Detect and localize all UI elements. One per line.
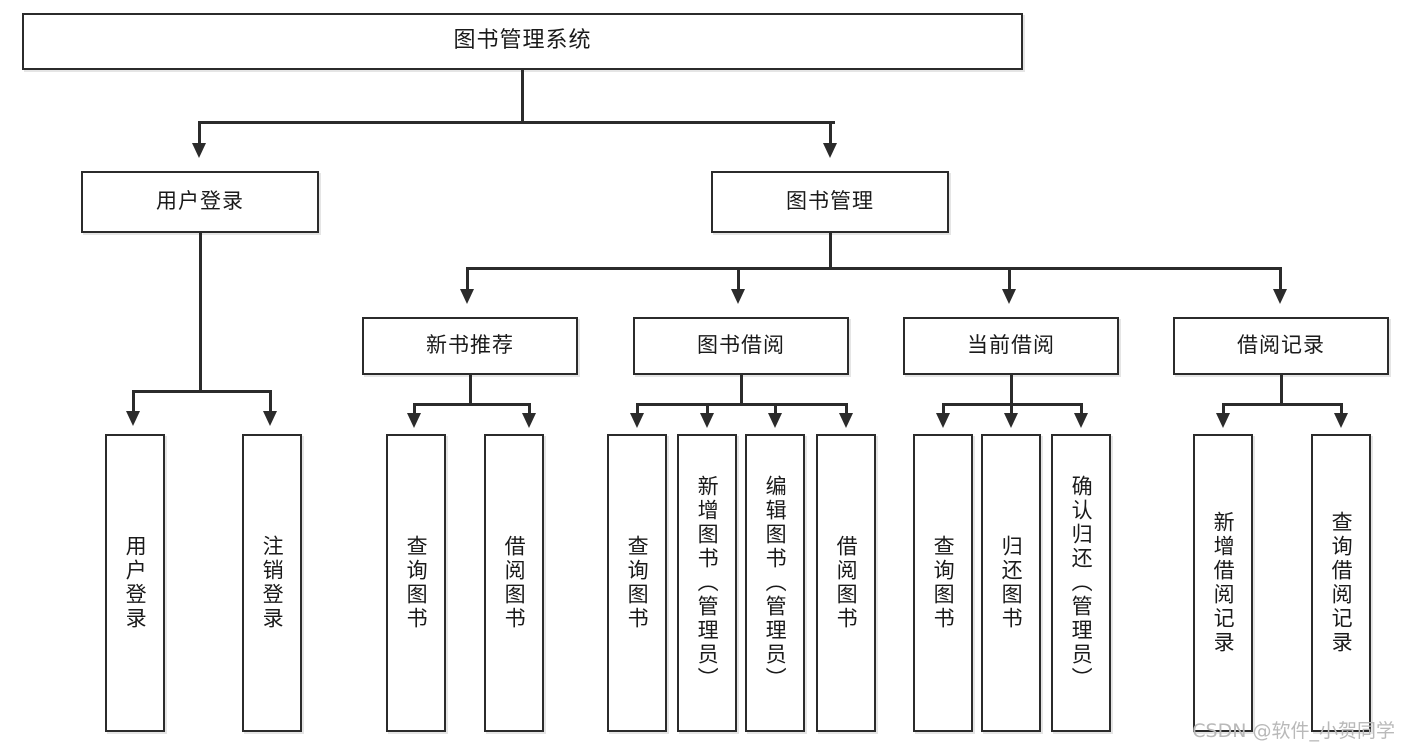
connector-current-borrow-to-leaf2 [1010, 403, 1013, 415]
connector-book-mgmt-to-new-book [466, 267, 469, 291]
arrowhead-leaf-query-book-3 [936, 413, 950, 428]
arrowhead-leaf-borrow-book-1 [522, 413, 536, 428]
node-user-login-label: 用户登录 [156, 189, 244, 214]
node-leaf-user-login-label: 用户登录 [123, 535, 148, 631]
connector-root-to-book-mgmt [829, 121, 832, 145]
node-borrow-record-label: 借阅记录 [1237, 333, 1325, 358]
arrowhead-leaf-logout [263, 411, 277, 426]
connector-current-borrow-stem [1010, 375, 1013, 405]
node-leaf-return-book[interactable]: 归还图书 [981, 434, 1041, 732]
node-book-mgmt-label: 图书管理 [786, 189, 874, 214]
connector-new-book-rec-to-leaf2 [528, 403, 531, 415]
connector-book-borrow-to-leaf1 [636, 403, 639, 415]
node-book-borrow[interactable]: 图书借阅 [633, 317, 849, 375]
connector-book-borrow-to-leaf2 [706, 403, 709, 415]
node-leaf-query-book-1-label: 查询图书 [404, 535, 429, 631]
connector-new-book-rec-to-leaf1 [413, 403, 416, 415]
connector-borrow-record-to-leaf1 [1222, 403, 1225, 415]
node-leaf-add-record[interactable]: 新增借阅记录 [1193, 434, 1253, 732]
connector-current-borrow-to-leaf3 [1080, 403, 1083, 415]
node-leaf-edit-book[interactable]: 编辑图书（管理员） [745, 434, 805, 732]
node-leaf-add-book[interactable]: 新增图书（管理员） [677, 434, 737, 732]
arrowhead-leaf-query-record [1334, 413, 1348, 428]
node-leaf-query-record[interactable]: 查询借阅记录 [1311, 434, 1371, 732]
arrowhead-leaf-query-book-2 [630, 413, 644, 428]
connector-borrow-record-stem [1280, 375, 1283, 405]
arrowhead-leaf-user-login [126, 411, 140, 426]
node-leaf-query-book-1[interactable]: 查询图书 [386, 434, 446, 732]
node-leaf-borrow-book-1-label: 借阅图书 [502, 535, 527, 631]
connector-book-mgmt-to-book-borrow [737, 267, 740, 291]
node-leaf-add-book-label: 新增图书（管理员） [695, 475, 720, 691]
node-root-label: 图书管理系统 [453, 28, 592, 54]
arrowhead-new-book-rec [460, 289, 474, 304]
node-leaf-user-login[interactable]: 用户登录 [105, 434, 165, 732]
connector-borrow-record-bus [1222, 403, 1340, 406]
connector-root-bus [198, 121, 835, 124]
node-leaf-add-record-label: 新增借阅记录 [1211, 511, 1236, 655]
connector-user-login-stem [199, 233, 202, 392]
connector-borrow-record-to-leaf2 [1340, 403, 1343, 415]
node-new-book-rec-label: 新书推荐 [426, 333, 514, 358]
connector-user-login-to-leaf1 [132, 390, 135, 413]
arrowhead-book-borrow [731, 289, 745, 304]
node-leaf-confirm-return[interactable]: 确认归还（管理员） [1051, 434, 1111, 732]
arrowhead-current-borrow [1002, 289, 1016, 304]
connector-root-stem [521, 70, 524, 123]
arrowhead-borrow-record [1273, 289, 1287, 304]
arrowhead-leaf-query-book-1 [407, 413, 421, 428]
node-leaf-confirm-return-label: 确认归还（管理员） [1069, 475, 1094, 691]
node-user-login[interactable]: 用户登录 [81, 171, 319, 233]
connector-user-login-bus [132, 390, 269, 393]
node-leaf-edit-book-label: 编辑图书（管理员） [763, 475, 788, 691]
connector-user-login-to-leaf2 [269, 390, 272, 413]
node-leaf-query-book-3[interactable]: 查询图书 [913, 434, 973, 732]
node-borrow-record[interactable]: 借阅记录 [1173, 317, 1389, 375]
arrowhead-book-mgmt [823, 143, 837, 158]
node-leaf-query-book-3-label: 查询图书 [931, 535, 956, 631]
connector-book-mgmt-bus [466, 267, 1281, 270]
node-leaf-logout[interactable]: 注销登录 [242, 434, 302, 732]
connector-book-borrow-stem [740, 375, 743, 405]
connector-current-borrow-to-leaf1 [942, 403, 945, 415]
node-leaf-query-book-2[interactable]: 查询图书 [607, 434, 667, 732]
node-leaf-return-book-label: 归还图书 [999, 535, 1024, 631]
node-new-book-rec[interactable]: 新书推荐 [362, 317, 578, 375]
connector-book-borrow-to-leaf4 [845, 403, 848, 415]
node-current-borrow[interactable]: 当前借阅 [903, 317, 1119, 375]
node-leaf-query-record-label: 查询借阅记录 [1329, 511, 1354, 655]
arrowhead-leaf-add-book [700, 413, 714, 428]
node-leaf-borrow-book-2[interactable]: 借阅图书 [816, 434, 876, 732]
arrowhead-leaf-add-record [1216, 413, 1230, 428]
node-leaf-logout-label: 注销登录 [260, 535, 285, 631]
connector-book-borrow-bus [636, 403, 845, 406]
node-current-borrow-label: 当前借阅 [967, 333, 1055, 358]
arrowhead-leaf-confirm-return [1074, 413, 1088, 428]
arrowhead-leaf-borrow-book-2 [839, 413, 853, 428]
node-leaf-query-book-2-label: 查询图书 [625, 535, 650, 631]
node-root[interactable]: 图书管理系统 [22, 13, 1023, 70]
connector-book-mgmt-stem [829, 233, 832, 269]
arrowhead-user-login [192, 143, 206, 158]
connector-new-book-rec-bus [413, 403, 528, 406]
arrowhead-leaf-edit-book [768, 413, 782, 428]
connector-new-book-rec-stem [469, 375, 472, 405]
node-book-mgmt[interactable]: 图书管理 [711, 171, 949, 233]
node-leaf-borrow-book-2-label: 借阅图书 [834, 535, 859, 631]
connector-book-mgmt-to-borrow-record [1279, 267, 1282, 291]
node-book-borrow-label: 图书借阅 [697, 333, 785, 358]
connector-book-borrow-to-leaf3 [774, 403, 777, 415]
connector-root-to-user-login [198, 121, 201, 145]
node-leaf-borrow-book-1[interactable]: 借阅图书 [484, 434, 544, 732]
arrowhead-leaf-return-book [1004, 413, 1018, 428]
connector-book-mgmt-to-current-borrow [1008, 267, 1011, 291]
